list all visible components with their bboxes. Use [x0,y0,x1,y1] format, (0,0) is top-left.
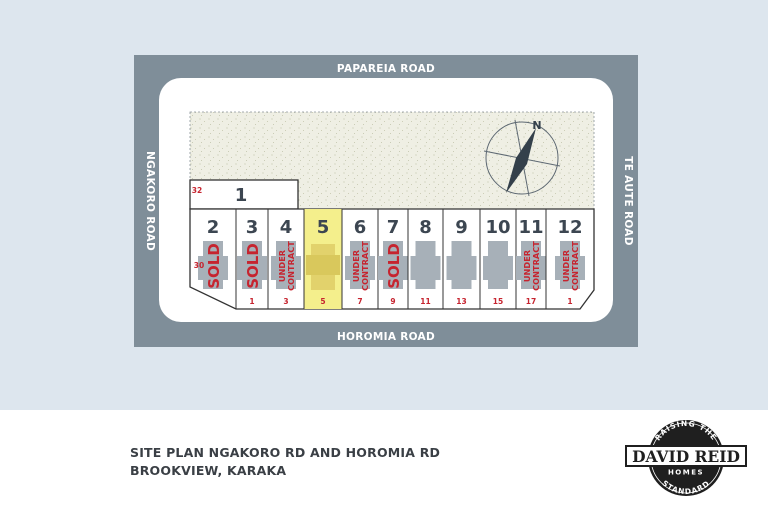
road-label-south: HOROMIA ROAD [337,331,435,343]
lot-address: 7 [357,297,362,306]
svg-text:CONTRACT: CONTRACT [286,241,296,291]
caption-line-2: BROOKVIEW, KARAKA [130,463,287,478]
lot-1[interactable]: 1 32 [189,179,299,210]
building-footprint-wing [237,256,267,280]
building-footprint-wing [271,256,301,280]
building-footprint-wing [306,255,340,275]
building-footprint-wing [410,256,441,280]
lot-number: 6 [354,217,367,238]
svg-text:SOLD: SOLD [205,243,223,289]
svg-text:SOLD: SOLD [244,243,262,289]
lot-number: 2 [207,217,220,238]
lot-address: 3 [283,297,288,306]
lot-number: 11 [518,217,543,238]
lot-10[interactable]: 10 15 [479,209,513,309]
logo-sub: HOMES [668,469,704,477]
lot-address: 13 [456,297,466,306]
lot-address: 11 [420,297,430,306]
david-reid-homes-logo: RAISING THE STANDARD DAVID REID HOMES [625,419,747,496]
lot-address: 5 [320,297,325,306]
building-footprint-wing [555,256,585,280]
lot-number: 3 [246,217,259,238]
svg-text:SOLD: SOLD [385,243,403,289]
compass-arrow-icon [506,128,536,193]
lot-status: SOLD [244,243,262,289]
lot-number: 4 [280,217,293,238]
svg-text:UNDER: UNDER [561,249,571,282]
compass: N [483,119,561,197]
lot-address: 9 [390,297,395,306]
lot-5[interactable]: 55 [303,209,342,309]
svg-text:CONTRACT: CONTRACT [570,241,580,291]
building-footprint-wing [446,256,477,280]
lot-number: 10 [485,217,510,238]
svg-text:UNDER: UNDER [351,249,361,282]
road-label-east: TE AUTE ROAD [622,156,634,245]
lot-address: 1 [567,297,572,306]
building-footprint-wing [345,256,375,280]
lot-number: 8 [419,217,432,238]
lot-number: 5 [317,217,330,238]
svg-text:CONTRACT: CONTRACT [360,241,370,291]
lot-1-number: 1 [235,185,248,206]
svg-text:CONTRACT: CONTRACT [531,241,541,291]
lot-address: 17 [526,297,536,306]
road-label-west: NGAKORO ROAD [144,151,156,251]
lot-1-address: 32 [192,186,202,195]
lot-address: 15 [493,297,503,306]
lot-3[interactable]: 3 1 SOLD [235,209,267,309]
lot-number: 12 [557,217,582,238]
building-footprint-wing [516,256,546,280]
compass-north-label: N [532,119,541,132]
lot-number: 7 [387,217,400,238]
svg-text:UNDER: UNDER [522,249,532,282]
logo-name: DAVID REID [632,447,740,466]
building-footprint-wing [198,256,228,280]
lot-8[interactable]: 8 11 [407,209,441,309]
lot-7[interactable]: 7 9 SOLD [377,209,408,309]
lot-status: SOLD [205,243,223,289]
caption-line-1: SITE PLAN NGAKORO RD AND HOROMIA RD [130,445,441,460]
side-address: 30 [194,261,204,270]
lot-9[interactable]: 9 13 [442,209,477,309]
building-footprint-wing [378,256,408,280]
road-label-north: PAPAREIA ROAD [337,63,435,75]
svg-text:UNDER: UNDER [277,249,287,282]
lot-address: 1 [249,297,254,306]
lot-status: SOLD [385,243,403,289]
lot-number: 9 [455,217,468,238]
building-footprint-wing [483,256,513,280]
